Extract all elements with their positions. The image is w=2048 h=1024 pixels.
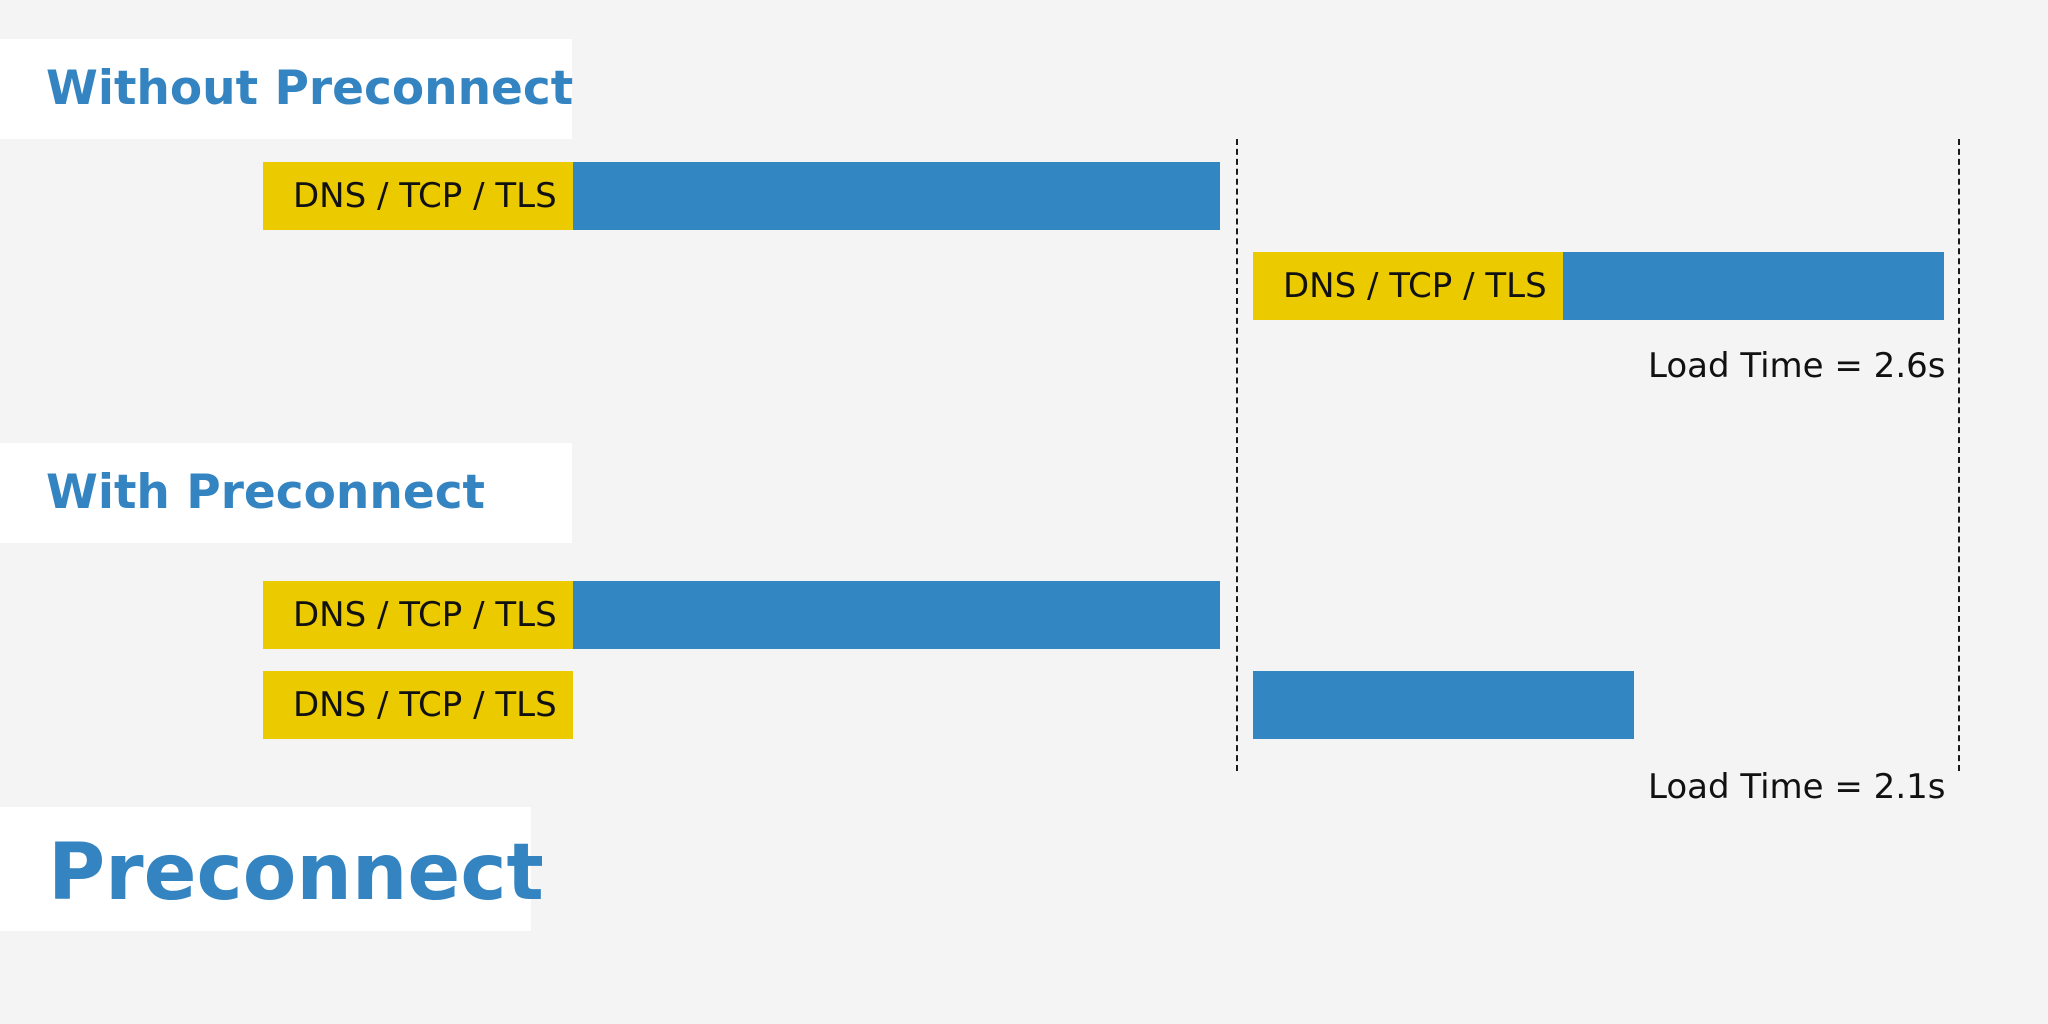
without-preconnect-header: Without Preconnect xyxy=(0,39,574,139)
page-title-card: Preconnect xyxy=(0,807,544,931)
without-row1-transfer-segment xyxy=(573,162,1220,230)
with-row2-connection-label: DNS / TCP / TLS xyxy=(293,685,557,725)
with-row2-transfer-segment xyxy=(1253,671,1634,739)
page-title: Preconnect xyxy=(48,828,544,918)
without-row1-connection-segment: DNS / TCP / TLS xyxy=(263,162,573,230)
with-load-time-label: Load Time = 2.1s xyxy=(1648,767,1946,807)
without-preconnect-heading: Without Preconnect xyxy=(46,61,574,116)
first-request-end-guide-line xyxy=(1236,139,1238,771)
with-preconnect-header: With Preconnect xyxy=(0,443,572,543)
load-end-guide-line xyxy=(1958,139,1960,771)
without-row1-connection-label: DNS / TCP / TLS xyxy=(293,176,557,216)
with-row2-connection-segment: DNS / TCP / TLS xyxy=(263,671,573,739)
with-row1-connection-label: DNS / TCP / TLS xyxy=(293,595,557,635)
with-row1-connection-segment: DNS / TCP / TLS xyxy=(263,581,573,649)
without-row2-connection-segment: DNS / TCP / TLS xyxy=(1253,252,1563,320)
with-preconnect-heading: With Preconnect xyxy=(46,465,486,520)
without-load-time-label: Load Time = 2.6s xyxy=(1648,346,1946,386)
without-row2-connection-label: DNS / TCP / TLS xyxy=(1283,266,1547,306)
with-row1-transfer-segment xyxy=(573,581,1220,649)
without-row2-transfer-segment xyxy=(1563,252,1944,320)
